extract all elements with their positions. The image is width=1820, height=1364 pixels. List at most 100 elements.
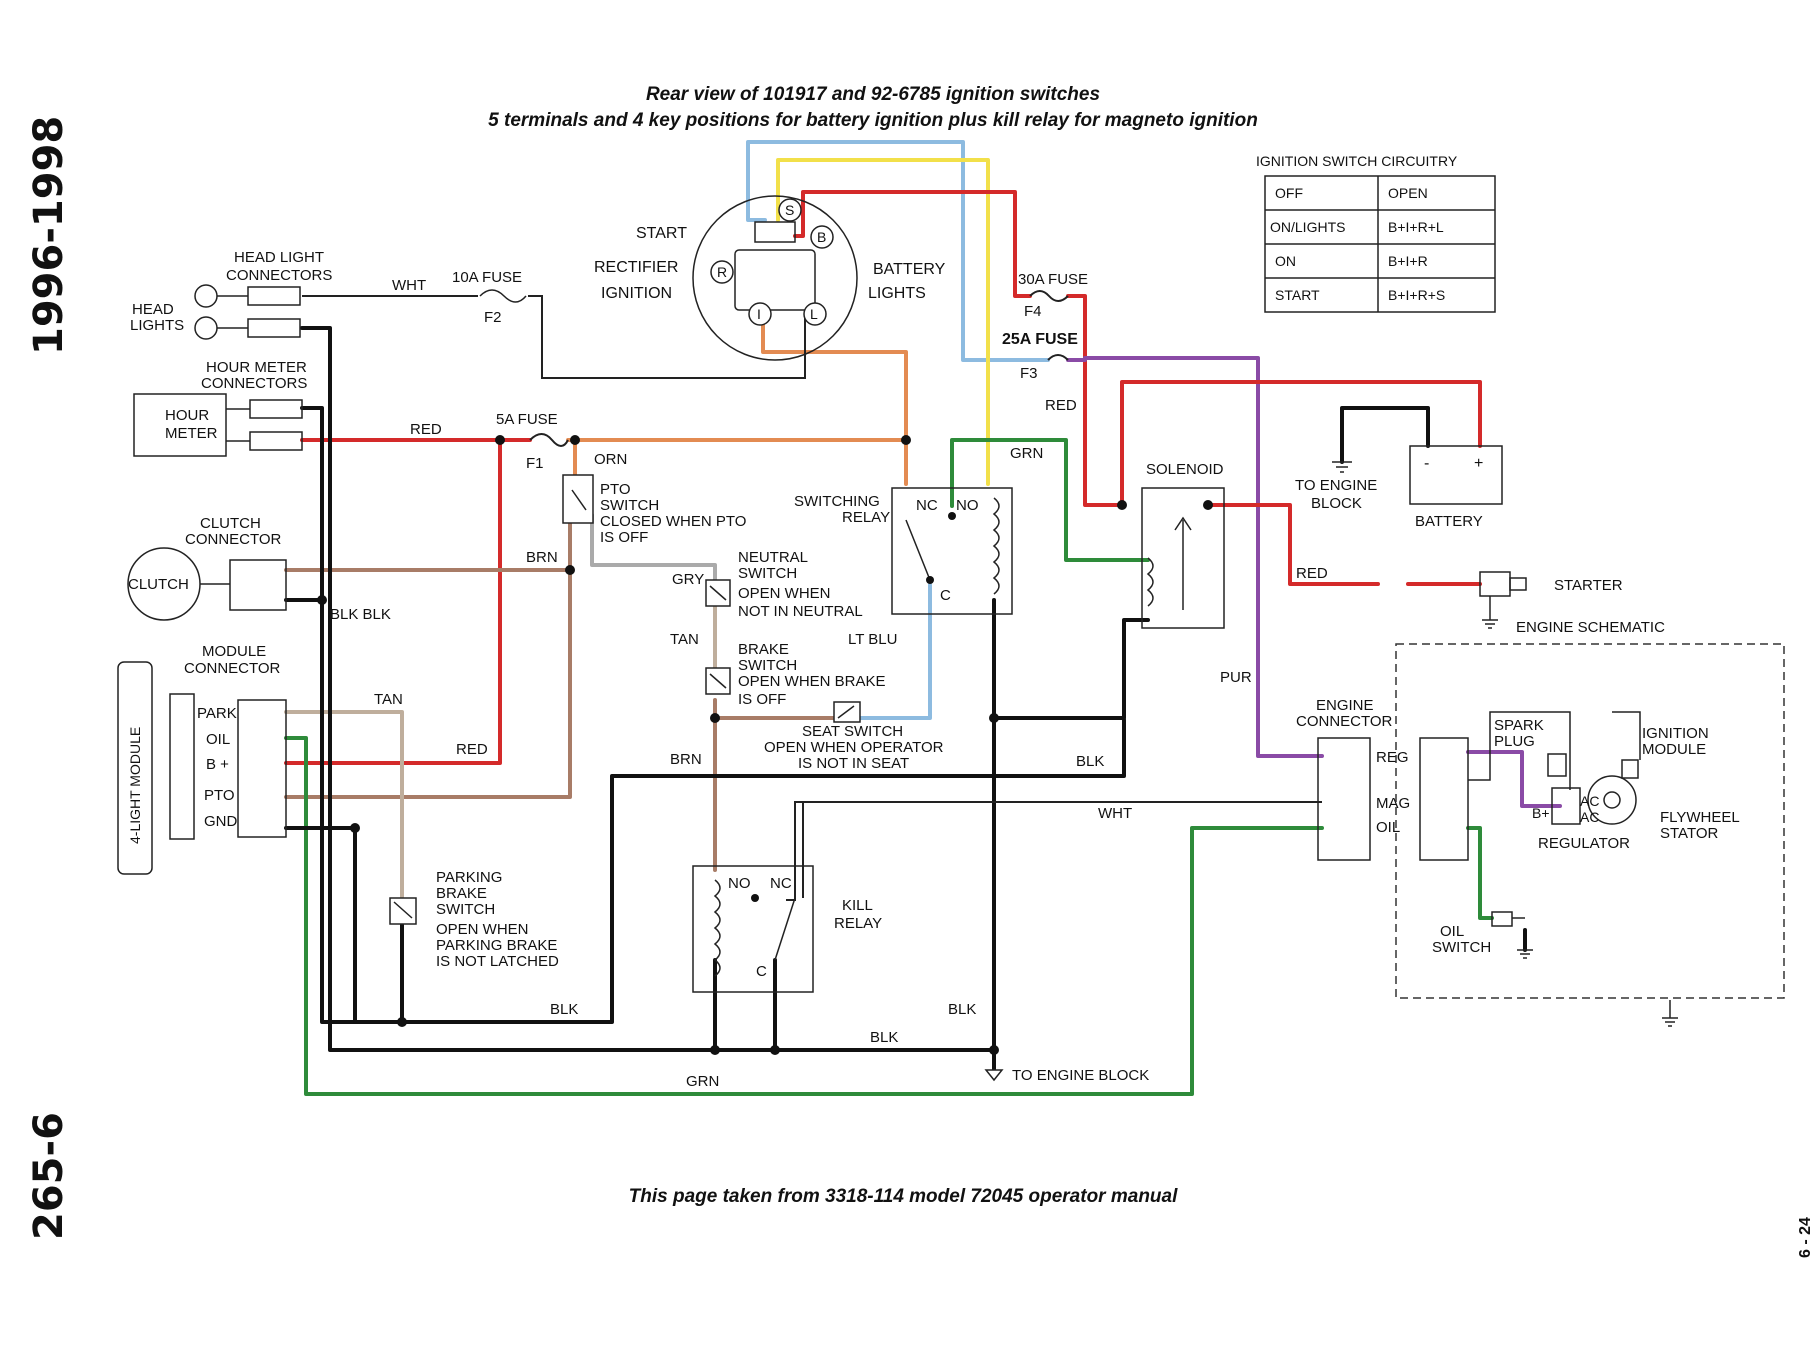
row-1-circuit: B+I+R+L bbox=[1388, 219, 1444, 235]
ignition-circuitry-table: IGNITION SWITCH CIRCUITRY OFF OPEN ON/LI… bbox=[1256, 153, 1496, 313]
head-light-connectors-1: HEAD LIGHT bbox=[234, 249, 324, 266]
parking-brake-3: SWITCH bbox=[436, 901, 495, 918]
engine-pin-oil: OIL bbox=[1376, 819, 1400, 836]
wire-label-blk-blk: BLK BLK bbox=[330, 606, 391, 623]
row-0-position: OFF bbox=[1275, 185, 1303, 201]
switching-relay-no: NO bbox=[956, 497, 979, 514]
engine-connector-1: ENGINE bbox=[1316, 697, 1374, 714]
wire-wht-kill2 bbox=[795, 801, 804, 898]
oil-switch-2: SWITCH bbox=[1432, 939, 1491, 956]
kill-relay-no: NO bbox=[728, 875, 751, 892]
wire-yellow bbox=[776, 158, 990, 486]
neutral-switch-1: NEUTRAL bbox=[738, 549, 808, 566]
terminal-r: R bbox=[717, 264, 727, 280]
years-label: 1996-1998 bbox=[26, 116, 72, 355]
wire-label-brn1: BRN bbox=[526, 549, 558, 566]
wire-label-blk4: BLK bbox=[870, 1029, 898, 1046]
kill-relay-c: C bbox=[756, 963, 767, 980]
reg-ac2-label: AC bbox=[1580, 809, 1599, 825]
wire-label-orn: ORN bbox=[594, 451, 627, 468]
spark-plug-2: PLUG bbox=[1494, 733, 1535, 750]
wire-purple-reg bbox=[1466, 750, 1562, 808]
label-start: START bbox=[636, 225, 687, 242]
wire-red-starter bbox=[1206, 503, 1380, 586]
kill-relay-1: KILL bbox=[842, 897, 873, 914]
row-1-position: ON/LIGHTS bbox=[1270, 219, 1345, 235]
row-0-circuit: OPEN bbox=[1388, 185, 1428, 201]
switching-relay-2: RELAY bbox=[842, 509, 890, 526]
to-engine-block-top-1: TO ENGINE bbox=[1295, 477, 1377, 494]
fuse-30a-label: 30A FUSE bbox=[1018, 271, 1088, 288]
terminal-l: L bbox=[810, 306, 818, 322]
ignition-module-2: MODULE bbox=[1642, 741, 1706, 758]
to-engine-block-bottom: TO ENGINE BLOCK bbox=[1012, 1067, 1149, 1084]
wire-red-module-b bbox=[284, 438, 502, 765]
engine-connector-2: CONNECTOR bbox=[1296, 713, 1393, 730]
engine-connector: ENGINE CONNECTOR REG MAG OIL bbox=[1296, 697, 1410, 861]
brake-switch-4: IS OFF bbox=[738, 691, 786, 708]
table-title: IGNITION SWITCH CIRCUITRY bbox=[1256, 153, 1458, 169]
fuse-f1-label: F1 bbox=[526, 455, 544, 472]
pto-switch-4: IS OFF bbox=[600, 529, 648, 546]
hour-meter: HOUR METER HOUR METER CONNECTORS bbox=[133, 359, 307, 457]
module-label: 4-LIGHT MODULE bbox=[127, 727, 143, 844]
module-pin-gnd: GND bbox=[204, 813, 238, 830]
solenoid: SOLENOID bbox=[1141, 461, 1225, 629]
switching-relay-c: C bbox=[940, 587, 951, 604]
wire-label-pur: PUR bbox=[1220, 669, 1252, 686]
wire-red-battery bbox=[793, 190, 1032, 298]
to-engine-block-top-2: BLOCK bbox=[1311, 495, 1362, 512]
spark-plug-1: SPARK bbox=[1494, 717, 1544, 734]
reg-b-label: B+ bbox=[1532, 805, 1550, 821]
wire-label-grn2: GRN bbox=[686, 1073, 719, 1090]
hour-meter-1: HOUR bbox=[165, 407, 209, 424]
battery-plus: + bbox=[1474, 455, 1483, 472]
module-pin-park: PARK bbox=[197, 705, 237, 722]
wire-black-solenoid bbox=[992, 618, 1150, 720]
wire-label-tan2: TAN bbox=[374, 691, 403, 708]
clutch-connector-2: CONNECTOR bbox=[185, 531, 282, 548]
wire-green-oil-switch bbox=[1466, 826, 1494, 920]
footer-note: This page taken from 3318-114 model 7204… bbox=[629, 1186, 1178, 1207]
kill-relay: KILL RELAY NO NC C bbox=[692, 865, 882, 993]
wire-label-red4: RED bbox=[1296, 565, 1328, 582]
fuse-25a-label: 25A FUSE bbox=[1002, 331, 1078, 348]
oil-switch-1: OIL bbox=[1440, 923, 1464, 940]
wire-lt-blue-seat bbox=[858, 583, 932, 720]
label-rectifier: RECTIFIER bbox=[594, 259, 678, 276]
wire-green-oil bbox=[284, 736, 1324, 1096]
solenoid-label: SOLENOID bbox=[1146, 461, 1224, 478]
wire-orange-ignition bbox=[761, 296, 908, 442]
header-line2: 5 terminals and 4 key positions for batt… bbox=[488, 110, 1258, 131]
wire-wht-headlight bbox=[302, 295, 806, 379]
regulator-label: REGULATOR bbox=[1538, 835, 1630, 852]
module-connector-1: MODULE bbox=[202, 643, 266, 660]
parking-brake-6: IS NOT LATCHED bbox=[436, 953, 559, 970]
four-light-module: 4-LIGHT MODULE MODULE CONNECTOR PARK OIL… bbox=[117, 643, 287, 875]
pto-switch-2: SWITCH bbox=[600, 497, 659, 514]
wire-red-battery-solenoid bbox=[1120, 380, 1482, 507]
head-lights-2: LIGHTS bbox=[130, 317, 184, 334]
wire-black-headlight bbox=[300, 326, 996, 1052]
neutral-switch-3: OPEN WHEN bbox=[738, 585, 831, 602]
fuse-f4-label: F4 bbox=[1024, 303, 1042, 320]
wire-green-relay bbox=[950, 438, 1150, 562]
ignition-switch: S B R I L START RECTIFIER IGNITION BATTE… bbox=[594, 195, 946, 361]
kill-relay-2: RELAY bbox=[834, 915, 882, 932]
wire-label-blk2: BLK bbox=[550, 1001, 578, 1018]
wire-wht-kill bbox=[786, 801, 1322, 901]
wire-black-hour-meter bbox=[284, 406, 324, 602]
fuse-10a-label: 10A FUSE bbox=[452, 269, 522, 286]
engine-pin-reg: REG bbox=[1376, 749, 1409, 766]
neutral-switch: NEUTRAL SWITCH OPEN WHEN NOT IN NEUTRAL bbox=[705, 549, 863, 620]
wire-brown-module-pto bbox=[284, 568, 572, 799]
clutch-label: CLUTCH bbox=[128, 576, 189, 593]
terminal-i: I bbox=[757, 306, 761, 322]
wire-black-clutch bbox=[320, 598, 1126, 1024]
page-number-label: 6 - 24 bbox=[1797, 1217, 1814, 1258]
hour-meter-connectors-2: CONNECTORS bbox=[201, 375, 307, 392]
starter: STARTER bbox=[1479, 571, 1623, 629]
hour-meter-2: METER bbox=[165, 425, 218, 442]
module-connector-2: CONNECTOR bbox=[184, 660, 281, 677]
